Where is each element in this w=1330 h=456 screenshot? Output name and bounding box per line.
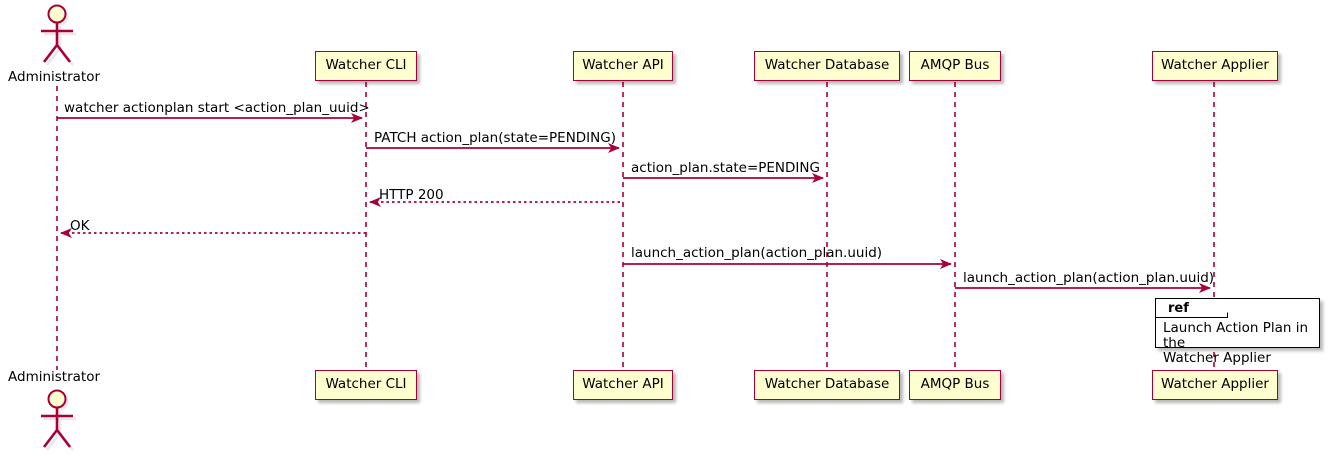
participant-label: Watcher CLI bbox=[325, 376, 407, 393]
message-arrows bbox=[57, 113, 1211, 293]
message-label-m3: action_plan.state=PENDING bbox=[631, 160, 820, 176]
participant-label: Watcher CLI bbox=[325, 57, 407, 74]
participant-label: Watcher API bbox=[582, 57, 664, 74]
message-label-m4: HTTP 200 bbox=[379, 187, 444, 203]
participant-label: AMQP Bus bbox=[920, 376, 990, 393]
participant-label: Watcher Database bbox=[764, 376, 890, 393]
ref-fragment-tab bbox=[1156, 299, 1228, 318]
participant-box-watcher-database-top[interactable]: Watcher Database bbox=[754, 51, 900, 81]
ref-fragment-text: Launch Action Plan in the Watcher Applie… bbox=[1163, 320, 1309, 366]
participant-box-watcher-database-bottom[interactable]: Watcher Database bbox=[754, 370, 900, 400]
actor-administrator-top bbox=[41, 4, 76, 66]
actor-label-administrator-bottom: Administrator bbox=[8, 369, 101, 385]
message-label-m5: OK bbox=[70, 218, 90, 234]
participant-label: AMQP Bus bbox=[920, 57, 990, 74]
ref-fragment-tab-label: ref bbox=[1168, 301, 1189, 316]
lifelines bbox=[56, 82, 1215, 370]
message-label-m6: launch_action_plan(action_plan.uuid) bbox=[631, 245, 883, 261]
participant-box-watcher-api-top[interactable]: Watcher API bbox=[573, 51, 673, 81]
participant-box-watcher-applier-top[interactable]: Watcher Applier bbox=[1152, 51, 1278, 81]
participant-box-watcher-cli-bottom[interactable]: Watcher CLI bbox=[315, 370, 417, 400]
ref-fragment[interactable]: ref Launch Action Plan in the Watcher Ap… bbox=[1155, 298, 1320, 366]
participant-label: Watcher Applier bbox=[1161, 57, 1269, 74]
participant-box-amqp-bus-top[interactable]: AMQP Bus bbox=[909, 51, 1001, 81]
actor-label-administrator-top: Administrator bbox=[8, 69, 101, 85]
participant-box-watcher-api-bottom[interactable]: Watcher API bbox=[573, 370, 673, 400]
participant-box-watcher-cli-top[interactable]: Watcher CLI bbox=[315, 51, 417, 81]
message-label-m2: PATCH action_plan(state=PENDING) bbox=[374, 130, 616, 146]
participant-label: Watcher Applier bbox=[1161, 376, 1269, 393]
participant-box-amqp-bus-bottom[interactable]: AMQP Bus bbox=[909, 370, 1001, 400]
message-label-m1: watcher actionplan start <action_plan_uu… bbox=[64, 100, 370, 116]
participant-label: Watcher Database bbox=[764, 57, 890, 74]
participant-box-watcher-applier-bottom[interactable]: Watcher Applier bbox=[1152, 370, 1278, 400]
participant-label: Watcher API bbox=[582, 376, 664, 393]
message-label-m7: launch_action_plan(action_plan.uuid) bbox=[963, 270, 1215, 286]
actor-administrator-bottom bbox=[41, 389, 76, 451]
